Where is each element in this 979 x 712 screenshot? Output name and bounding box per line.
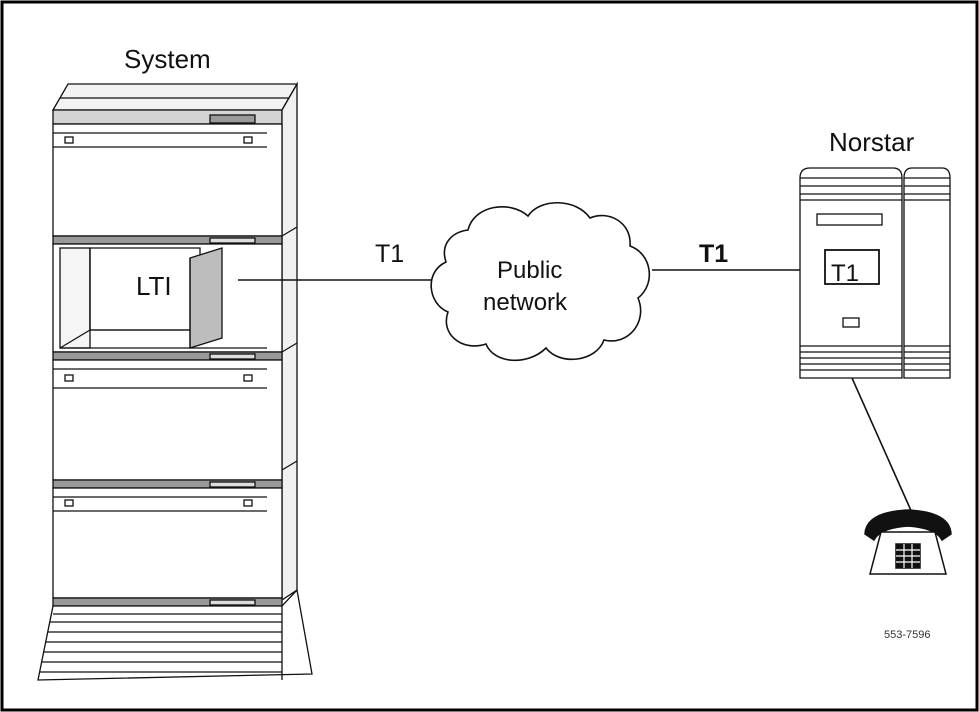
network-label-line2: network [483,289,568,316]
lti-card-label: LTI [136,271,172,301]
phone-cord [851,377,914,516]
telephone-icon [864,509,952,575]
right-link-label: T1 [699,240,729,268]
system-cabinet [37,81,313,681]
norstar-t1-module [824,249,880,285]
network-label-line1: Public [497,257,563,284]
public-network-cloud [430,201,651,362]
lti-card [189,247,223,349]
norstar-unit [799,167,951,379]
system-label: System [124,44,211,74]
left-link-label: T1 [375,240,405,268]
figure-id: 553-7596 [884,629,931,641]
norstar-label: Norstar [829,127,915,157]
cabinet-base [37,588,313,681]
norstar-t1-label: T1 [831,260,860,287]
